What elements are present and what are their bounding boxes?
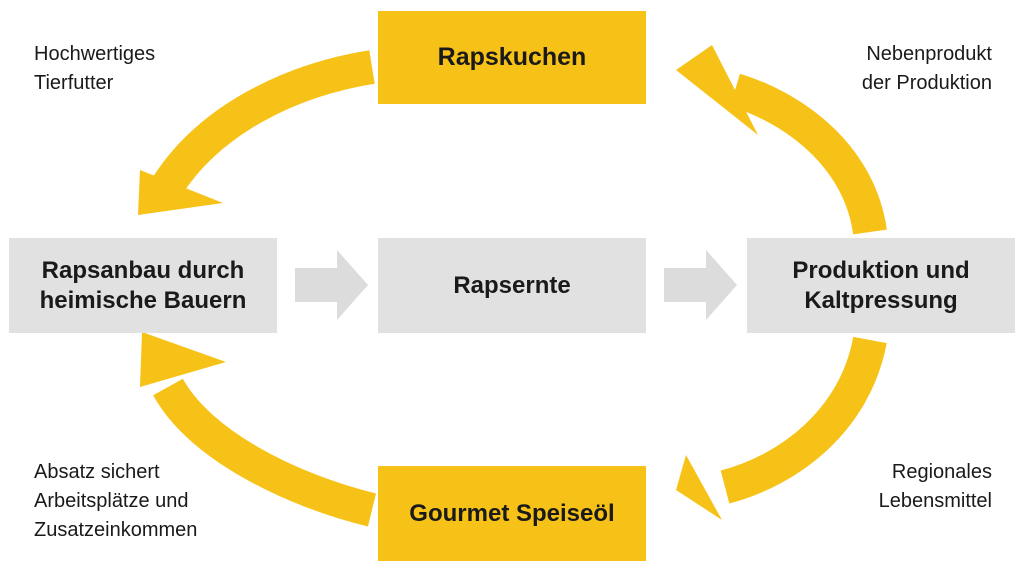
node-rapsanbau: Rapsanbau durch heimische Bauern: [9, 238, 277, 333]
arrow-rapsernte-to-produktion: [664, 250, 737, 320]
node-speiseoel: Gourmet Speiseöl: [378, 466, 646, 561]
node-rapsernte-label: Rapsernte: [453, 271, 571, 299]
annotation-bottom-left: Absatz sichert Arbeitsplätze und Zusatze…: [34, 461, 198, 541]
arrow-produktion-to-speiseoel: [676, 336, 887, 520]
annotation-bottom-right: Regionales Lebensmittel: [878, 461, 992, 512]
node-produktion-label: Produktion und Kaltpressung: [792, 256, 970, 314]
arrow-rapskuchen-to-rapsanbau: [138, 50, 375, 215]
annotation-top-right: Nebenprodukt der Produktion: [861, 43, 992, 94]
node-produktion: Produktion und Kaltpressung: [747, 238, 1015, 333]
arrow-speiseoel-to-rapsanbau: [140, 332, 377, 527]
node-rapskuchen-label: Rapskuchen: [437, 42, 587, 71]
node-speiseoel-label: Gourmet Speiseöl: [409, 499, 615, 527]
arrow-produktion-to-rapskuchen: [676, 45, 887, 235]
node-rapskuchen: Rapskuchen: [378, 11, 646, 104]
annotation-top-left: Hochwertiges Tierfutter: [34, 43, 156, 94]
arrow-rapsanbau-to-rapsernte: [295, 250, 368, 320]
node-rapsernte: Rapsernte: [378, 238, 646, 333]
node-rapsanbau-label: Rapsanbau durch heimische Bauern: [39, 256, 247, 314]
